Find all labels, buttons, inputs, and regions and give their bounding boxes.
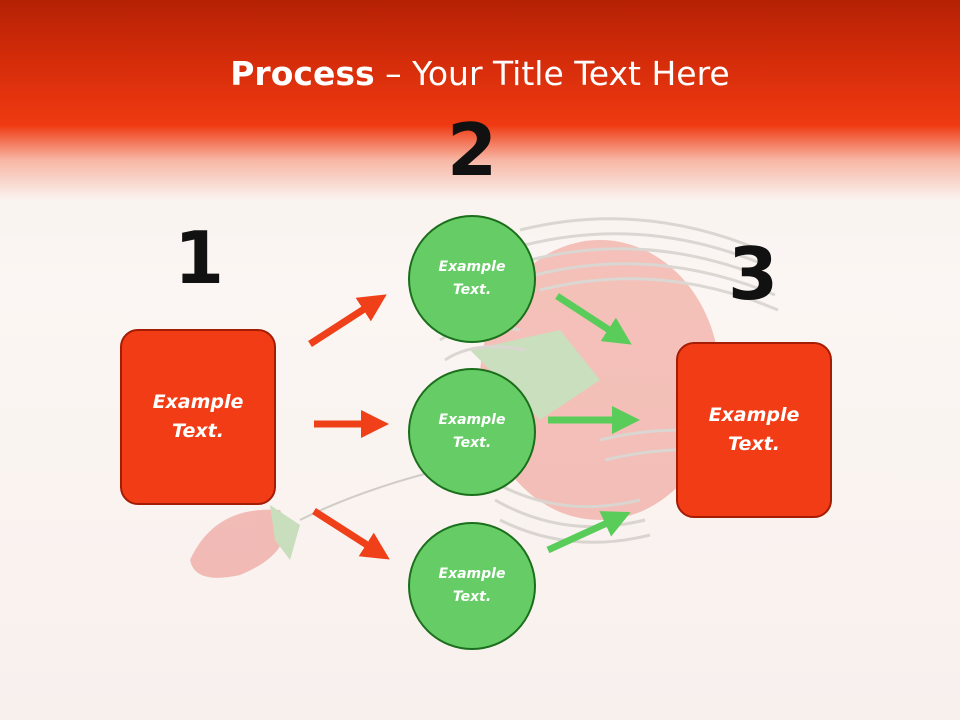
step-2-top-text: Example Text. — [438, 259, 506, 298]
arrow-right-down-icon — [312, 508, 390, 560]
arrow-green-down-icon — [555, 293, 632, 345]
step-number-2: 2 — [446, 108, 498, 192]
step-number-1: 1 — [173, 216, 225, 300]
title-bold: Process — [230, 54, 375, 93]
step-1-box[interactable]: Example Text. — [120, 329, 276, 505]
step-2-circle-bottom[interactable]: Example Text. — [408, 522, 536, 650]
step-2-middle-text: Example Text. — [438, 412, 506, 451]
step-2-circle-middle[interactable]: Example Text. — [408, 368, 536, 496]
step-3-text: Example Text. — [708, 404, 800, 455]
step-2-circle-top[interactable]: Example Text. — [408, 215, 536, 343]
arrow-green-up-icon — [546, 511, 631, 554]
step-3-box[interactable]: Example Text. — [676, 342, 832, 518]
arrow-right-up-icon — [308, 294, 387, 347]
slide-title: Process – Your Title Text Here — [0, 52, 960, 96]
step-2-bottom-text: Example Text. — [438, 566, 506, 605]
step-number-3: 3 — [727, 232, 779, 316]
step-1-text: Example Text. — [152, 391, 244, 442]
title-rest: – Your Title Text Here — [374, 54, 730, 93]
title-banner — [0, 0, 960, 200]
